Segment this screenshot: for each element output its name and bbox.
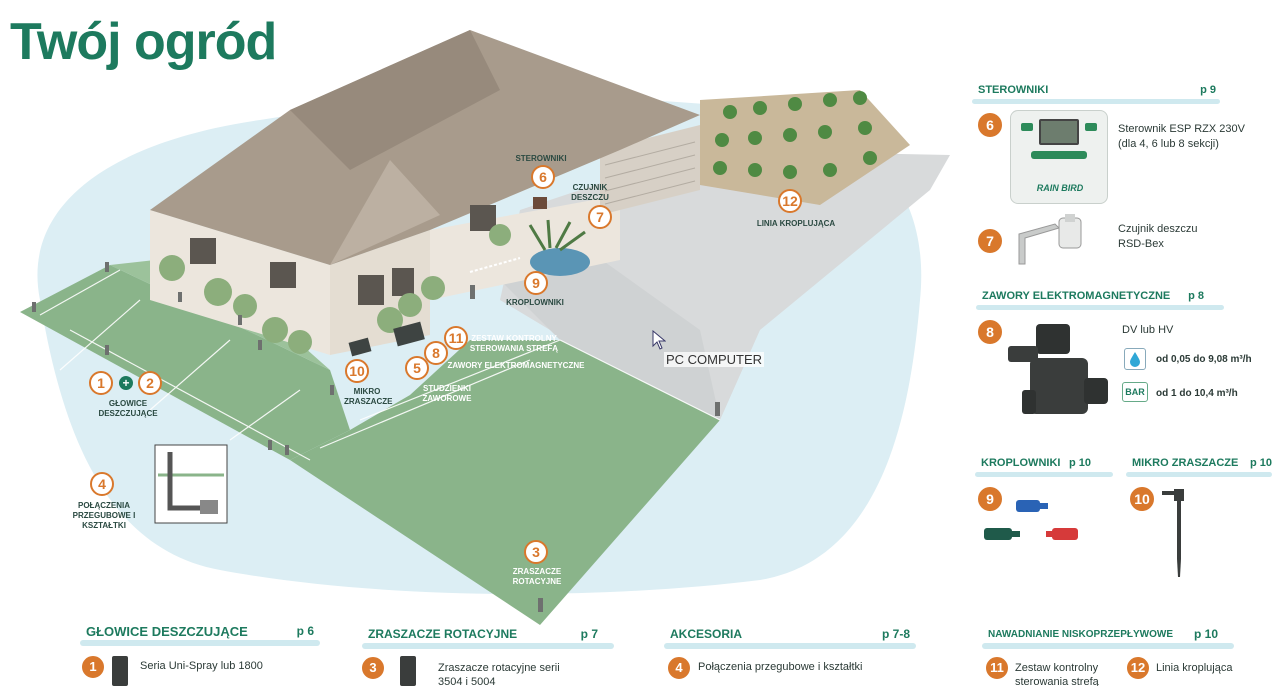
rain-sensor-model: RSD-Bex [1118, 238, 1164, 250]
valve-flow: od 0,05 do 9,08 m³/h [1156, 354, 1252, 365]
section-sterowniki-header: STEROWNIKI p 9 [972, 84, 1220, 104]
marker-12[interactable]: 12 [778, 189, 802, 213]
label-zawory: ZAWORY ELEKTROMAGNETYCZNE [447, 361, 585, 370]
marker-10[interactable]: 10 [345, 359, 369, 383]
nisko-text-11a: Zestaw kontrolny [1015, 662, 1099, 674]
lawn-left [20, 265, 350, 460]
section-kroplowniki-header: KROPLOWNIKI p 10 [975, 457, 1113, 477]
label-studzienki: STUDZIENKI ZAWOROWE [422, 384, 472, 403]
marker-9[interactable]: 9 [524, 271, 548, 295]
label-czujnik: CZUJNIK DESZCZU [571, 183, 609, 202]
marker-3[interactable]: 3 [524, 540, 548, 564]
panel-marker-9: 9 [978, 487, 1002, 511]
drippers-image [984, 500, 1078, 540]
section-page: p 8 [1188, 290, 1204, 302]
marker-4[interactable]: 4 [90, 472, 114, 496]
section-page: p 7-8 [881, 627, 910, 641]
marker-7[interactable]: 7 [588, 205, 612, 229]
bottom-marker-12: 12 [1127, 657, 1149, 679]
marker-2[interactable]: 2 [138, 371, 162, 395]
rotor-image [400, 656, 416, 686]
roof-main [150, 30, 700, 265]
section-title: MIKRO ZRASZACZE [1132, 457, 1239, 469]
rotacyjne-text-1: Zraszacze rotacyjne serii [438, 662, 560, 674]
page-title: Twój ogród [10, 13, 277, 71]
akcesoria-text: Połączenia przegubowe i kształtki [698, 661, 863, 673]
valve-name: DV lub HV [1122, 324, 1174, 336]
marker-8[interactable]: 8 [424, 341, 448, 365]
plus-icon: + [119, 376, 133, 390]
label-zestaw: ZESTAW KONTROLNY STEROWANIA STREFĄ [469, 334, 559, 353]
marker-6[interactable]: 6 [531, 165, 555, 189]
panel-marker-6: 6 [978, 113, 1002, 137]
section-page: p 10 [1193, 627, 1218, 641]
nisko-text-12: Linia kroplująca [1156, 662, 1233, 674]
spray-head-image [112, 656, 128, 686]
label-polaczenia: POŁĄCZENIA PRZEGUBOWE I KSZTAŁTKI [72, 501, 136, 530]
rain-sensor-name: Czujnik deszczu [1118, 223, 1198, 235]
section-title: AKCESORIA [670, 627, 743, 641]
label-linia: LINIA KROPLUJĄCA [756, 219, 836, 228]
bottom-marker-11: 11 [986, 657, 1008, 679]
bottom-marker-4: 4 [668, 657, 690, 679]
panel-marker-8: 8 [978, 320, 1002, 344]
section-page: p 10 [1068, 457, 1091, 469]
section-title: GŁOWICE DESZCZUJĄCE [86, 624, 248, 639]
micro-sprinkler-image [1162, 489, 1184, 577]
panel-marker-10: 10 [1130, 487, 1154, 511]
water-drop-icon [1124, 348, 1146, 370]
roof-ridge [290, 30, 500, 170]
marker-5[interactable]: 5 [405, 356, 429, 380]
cursor-label: PC COMPUTER [664, 352, 765, 367]
section-mikro-header: MIKRO ZRASZACZE p 10 [1126, 457, 1272, 477]
bottom-marker-3: 3 [362, 657, 384, 679]
section-nisko-header: NAWADNIANIE NISKOPRZEPŁYWOWE p 10 [982, 627, 1234, 649]
section-rotacyjne-header: ZRASZACZE ROTACYJNE p 7 [362, 627, 614, 649]
marker-11[interactable]: 11 [444, 326, 468, 350]
section-glowice-header: GŁOWICE DESZCZUJĄCE p 6 [80, 624, 320, 646]
label-glowice: GŁOWICE DESZCZUJĄCE [98, 399, 158, 418]
marker-1[interactable]: 1 [89, 371, 113, 395]
section-page: p 7 [580, 627, 598, 641]
rain-sensor-image [1018, 214, 1082, 265]
mouse-cursor-icon [652, 330, 666, 350]
valve-pressure: od 1 do 10,4 m³/h [1156, 388, 1238, 399]
section-title: STEROWNIKI [978, 84, 1049, 96]
valve-image [1008, 324, 1108, 414]
glowice-text: Seria Uni-Spray lub 1800 [140, 660, 263, 672]
section-title: ZRASZACZE ROTACYJNE [368, 627, 518, 641]
panel-marker-7: 7 [978, 229, 1002, 253]
nisko-text-11b: sterowania strefą [1015, 676, 1099, 686]
label-zraszacze: ZRASZACZE ROTACYJNE [512, 567, 562, 586]
label-kroplowniki: KROPLOWNIKI [506, 298, 564, 307]
section-zawory-header: ZAWORY ELEKTROMAGNETYCZNE p 8 [976, 290, 1224, 310]
garden-illustration [20, 30, 950, 625]
controller-image: RAIN BIRD [1010, 110, 1108, 204]
controller-name: Sterownik ESP RZX 230V [1118, 123, 1245, 135]
label-mikro: MIKRO ZRASZACZE [344, 387, 393, 406]
section-akcesoria-header: AKCESORIA p 7-8 [664, 627, 916, 649]
controller-desc: (dla 4, 6 lub 8 sekcji) [1118, 138, 1219, 150]
section-title: ZAWORY ELEKTROMAGNETYCZNE [982, 290, 1171, 302]
section-page: p 6 [296, 624, 314, 638]
label-sterowniki: STEROWNIKI [515, 154, 567, 163]
lawn-front [290, 340, 720, 625]
section-page: p 9 [1200, 84, 1216, 96]
roof-gable [330, 160, 440, 265]
section-page: p 10 [1249, 457, 1272, 469]
section-title: KROPLOWNIKI [981, 457, 1061, 469]
pressure-bar-icon: BAR [1122, 382, 1148, 402]
section-title: NAWADNIANIE NISKOPRZEPŁYWOWE [988, 629, 1174, 640]
brand-logo: RAIN BIRD [1036, 183, 1084, 193]
rotacyjne-text-2: 3504 i 5004 [438, 676, 496, 686]
bottom-marker-1: 1 [82, 656, 104, 678]
